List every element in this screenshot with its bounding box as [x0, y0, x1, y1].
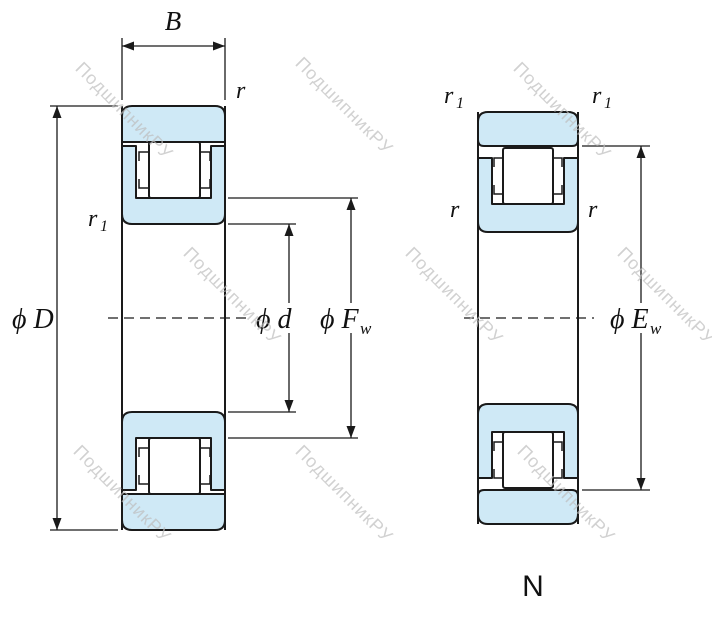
right-bottom-cage	[493, 441, 563, 479]
right-inner-ring-top-section	[477, 157, 579, 233]
ring-sections	[121, 105, 579, 531]
drawing-layer: B r r 1 ϕ D ϕ d ϕ F w r 1 r 1 r r ϕ E w …	[12, 6, 670, 603]
right-bottom-roller	[502, 431, 554, 489]
right-inner-ring-bottom-section	[477, 403, 579, 479]
left-inner-ring-top-section	[121, 145, 226, 225]
right-top-cage	[493, 157, 563, 195]
left-inner-ring-bottom-section	[121, 411, 226, 491]
bore-diameter-label: ϕ d	[256, 304, 292, 335]
right-inner-corner-label-left: r	[450, 197, 460, 223]
bearing-side-edges	[121, 106, 579, 530]
bearing-type-label: N	[522, 570, 544, 603]
outer-diameter-label: ϕ D	[12, 304, 54, 335]
roller-envelope-label-sub: w	[360, 319, 372, 338]
left-bore-corner-label-sub: 1	[100, 218, 108, 235]
rollers	[148, 141, 554, 495]
roller-envelope-extension-lines	[228, 197, 358, 439]
width-label: B	[165, 6, 182, 36]
left-bearing-edges	[121, 106, 226, 530]
labels: B r r 1 ϕ D ϕ d ϕ F w r 1 r 1 r r ϕ E w …	[12, 6, 662, 603]
raceway-diameter-label: ϕ E	[610, 304, 649, 335]
right-top-left-corner-label-sub: 1	[456, 95, 464, 112]
roller-envelope-label: ϕ F	[320, 304, 359, 335]
right-top-roller	[502, 147, 554, 205]
cage-hooks	[138, 151, 563, 485]
right-top-right-corner-label: r	[592, 83, 602, 109]
bore-label-underlay	[250, 303, 296, 333]
left-outer-corner-label: r	[236, 78, 246, 104]
raceway-diameter-label-sub: w	[650, 319, 662, 338]
right-top-left-corner-label: r	[444, 83, 454, 109]
raceway-label-underlay	[604, 303, 670, 333]
right-top-right-corner-label-sub: 1	[604, 95, 612, 112]
right-bearing-edges	[477, 112, 579, 524]
left-top-roller	[148, 141, 201, 199]
left-bottom-roller	[148, 437, 201, 495]
left-top-cage	[138, 151, 211, 189]
left-bottom-cage	[138, 447, 211, 485]
left-bore-corner-label: r	[88, 206, 98, 232]
right-inner-corner-label-right: r	[588, 197, 598, 223]
envelope-label-underlay	[314, 303, 376, 333]
label-underlays	[250, 303, 670, 333]
